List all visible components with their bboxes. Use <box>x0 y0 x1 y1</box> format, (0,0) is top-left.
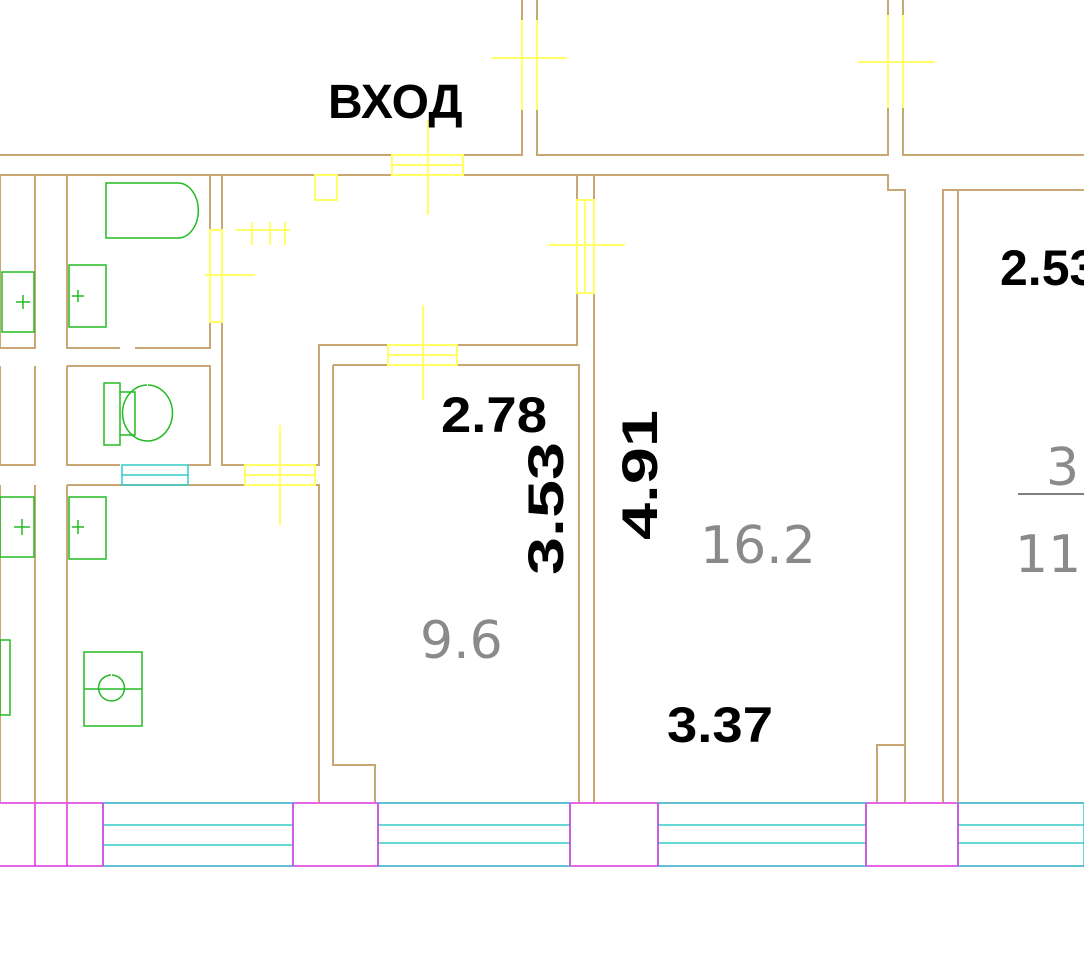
room-large-area-label: 16.2 <box>700 516 816 576</box>
window-room-small-panes <box>378 824 570 844</box>
pier-lines <box>34 803 959 866</box>
exterior-wall <box>0 464 1084 867</box>
corridor-wall-outer <box>0 0 1084 156</box>
fixture-left-bottom <box>0 639 11 716</box>
room-right-length-label: 3 <box>1046 438 1079 498</box>
room-small-width-label: 2.78 <box>441 387 547 443</box>
door-bathroom <box>205 222 290 323</box>
room-right-area-label: 11. <box>1015 525 1084 585</box>
walls <box>0 0 1084 802</box>
room-right-width-label: 2.53 <box>1000 240 1084 296</box>
door-kitchen <box>244 425 316 525</box>
door-top-2 <box>858 15 935 108</box>
window-room-right-panes <box>958 824 1084 844</box>
left-wall-1 <box>0 175 36 802</box>
room-large-wall-inner <box>576 174 594 200</box>
room-small-length-label: 3.53 <box>518 442 574 575</box>
door-room-small <box>387 305 458 400</box>
stove-icon <box>68 496 107 560</box>
bathroom-wall <box>66 174 211 349</box>
entrance-label: ВХОД <box>328 76 463 129</box>
doors <box>205 15 935 525</box>
toilet-wall <box>66 365 211 466</box>
door-closet <box>314 174 338 201</box>
window-room-small <box>377 802 571 867</box>
door-entrance <box>391 120 464 215</box>
bathtub-icon <box>105 182 200 239</box>
window-room-large-panes <box>658 824 866 844</box>
sink-cross <box>72 290 84 302</box>
kitchen-wall <box>66 484 320 802</box>
stove-left-icon <box>0 496 35 558</box>
stove-cross <box>72 520 84 534</box>
sink-left-icon <box>1 271 35 333</box>
room-large-width-label: 3.37 <box>667 697 773 753</box>
room-small-area-label: 9.6 <box>420 611 503 671</box>
room-small-wall <box>332 364 580 802</box>
room-right-wall <box>942 189 1084 802</box>
window-room-large <box>657 802 867 867</box>
kitchen-sink-drain <box>84 674 142 702</box>
door-room-large <box>548 199 625 294</box>
window-room-right <box>957 802 1084 867</box>
window-sill-line <box>0 802 1084 867</box>
sink-icon <box>68 264 107 328</box>
room-large-length-label: 4.91 <box>612 410 668 540</box>
sink-left-cross <box>16 295 30 309</box>
toilet-icon <box>103 382 174 446</box>
fixtures <box>0 182 200 727</box>
window-kitchen-panes <box>103 824 293 846</box>
door-top-1 <box>492 20 567 110</box>
stove-left-cross <box>14 519 30 535</box>
window-kitchen <box>102 802 294 867</box>
